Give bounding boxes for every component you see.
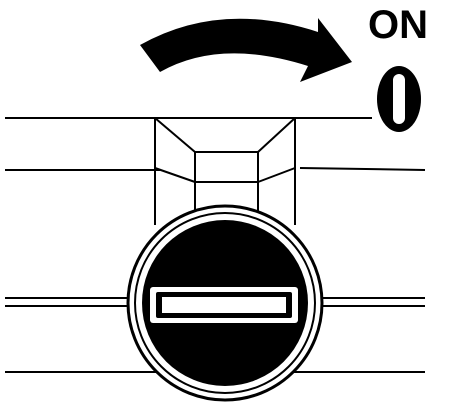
rotary-knob-icon	[126, 204, 324, 402]
on-label: ON	[368, 3, 428, 47]
knob-frame	[154, 117, 296, 225]
clockwise-arrow-icon	[140, 18, 352, 82]
on-indicator-icon	[377, 66, 421, 132]
